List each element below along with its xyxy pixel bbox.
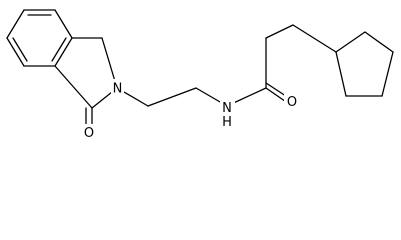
- propyl-chain: [265, 24, 337, 89]
- lactam-oxygen-background: [82, 124, 96, 141]
- ring-nitrogen-label: N: [113, 82, 123, 97]
- amide-oxygen-background: [284, 92, 299, 109]
- ring-nitrogen-background: [111, 79, 124, 96]
- benzene-bond-fused: [54, 37, 73, 67]
- benzene-bond-bottom-left: [6, 37, 25, 67]
- amide-oxygen-label: O: [287, 95, 297, 110]
- cyclopentane-bond-5: [335, 51, 347, 97]
- cyclopentane-bond-2: [364, 31, 394, 53]
- amide-nitrogen-background: [220, 98, 235, 130]
- ch2-ch2-bond: [147, 87, 197, 107]
- cyclopentane-ring: [335, 31, 394, 97]
- ch2-cyclopentyl-bond: [292, 24, 337, 53]
- amide-hydrogen-label: H: [222, 115, 232, 130]
- benzene-ring: [6, 9, 73, 67]
- amide-nitrogen-label: N: [222, 101, 232, 116]
- benzene-bond-top-left: [6, 9, 25, 39]
- benzene-double-bond-left: [12, 37, 28, 62]
- ethyl-linker: [116, 87, 228, 107]
- lactam-oxygen-label: O: [84, 126, 94, 141]
- cyclopentane-bond-1: [335, 31, 366, 53]
- ch2-ch2-bond-2: [265, 24, 294, 39]
- benzene-double-bond-fused: [51, 37, 67, 62]
- benzene-bond-top-right: [54, 9, 73, 39]
- cyclopentane-bond-3: [381, 51, 394, 97]
- structural-formula: N O N H O: [6, 9, 394, 141]
- amide-group: [226, 82, 293, 107]
- carbonyl-ring-bond: [54, 65, 93, 109]
